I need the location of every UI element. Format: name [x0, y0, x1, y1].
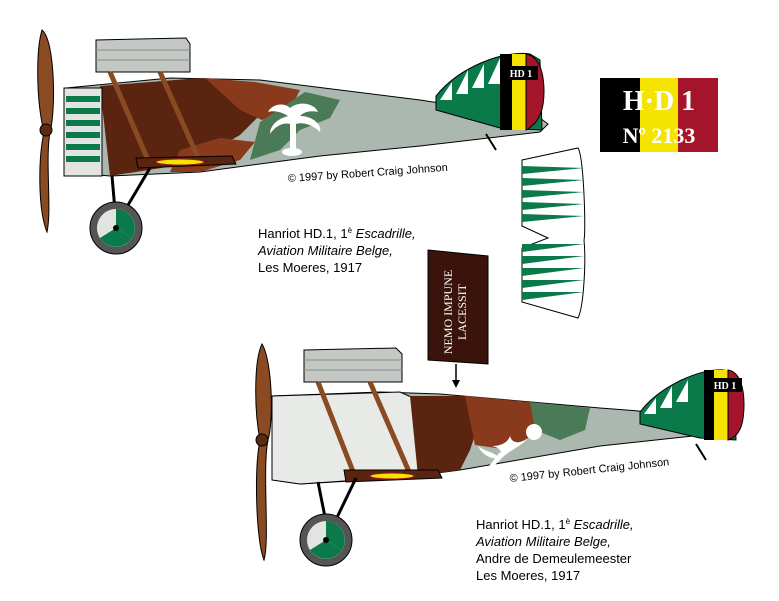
camo-green [530, 402, 590, 440]
strut-front [315, 381, 357, 475]
caption-line3: Andre de Demeulemeester [476, 551, 632, 566]
caption-unit: Escadrille, [355, 226, 416, 241]
motto-line1: NEMO IMPUNE [441, 270, 455, 354]
camo-brown [410, 396, 480, 476]
caption-unit: Escadrille, [573, 517, 634, 532]
caption-top: Hanriot HD.1, 1è Escadrille, Aviation Mi… [258, 222, 416, 276]
fin-marking: HD 1 [510, 69, 533, 80]
copyright: © 1997 by Robert Craig Johnson [287, 162, 448, 185]
wing-roundel [155, 158, 205, 166]
caption-line4: Les Moeres, 1917 [476, 568, 581, 583]
flag-yellow [640, 78, 678, 152]
flag-red [678, 78, 718, 152]
strut-front [107, 71, 151, 161]
upper-wing [303, 347, 403, 383]
camo-rust [465, 396, 540, 450]
flag-text-line1: H·D 1 [623, 86, 695, 117]
palm-tree-emblem [268, 103, 321, 156]
aircraft-profile-bottom: HD 1 © 1997 by Robert Craig Johnson [255, 342, 745, 567]
tailplane-sawtooth [522, 166, 584, 300]
tail-fin-teeth [644, 380, 688, 414]
rudder-yellow [512, 54, 526, 130]
caption-name: Hanriot HD.1, 1 [476, 517, 566, 532]
propeller [255, 342, 272, 562]
caption-line3: Les Moeres, 1917 [258, 260, 363, 275]
thistle-emblem [478, 424, 542, 470]
flag-black [600, 78, 640, 152]
cowl-stripes [66, 96, 100, 162]
rudder-black [500, 54, 512, 130]
caption-bottom: Hanriot HD.1, 1è Escadrille, Aviation Mi… [476, 513, 634, 584]
caption-sup: è [565, 517, 571, 526]
rudder-black [704, 370, 714, 440]
caption-line2: Aviation Militaire Belge, [258, 243, 393, 258]
upper-wing [95, 37, 191, 73]
tailplane-top-view [521, 147, 586, 319]
aircraft-profile-top: HD 1 © 1997 by Robert Craig Johnson [37, 29, 549, 255]
propeller-hub [39, 123, 53, 137]
motto-line2: LACESSIT [455, 283, 469, 340]
flag-text-line2: Nº 2133 [623, 123, 696, 148]
rudder-flag: H·D 1 Nº 2133 [600, 78, 718, 152]
caption-name: Hanriot HD.1, 1 [258, 226, 348, 241]
caption-sup: è [347, 226, 353, 235]
tail-fin-teeth [440, 58, 500, 100]
strut-rear [367, 381, 413, 475]
motto-panel: NEMO IMPUNE LACESSIT [427, 249, 489, 388]
caption-line2: Aviation Militaire Belge, [476, 534, 611, 549]
fin-marking: HD 1 [714, 381, 737, 392]
strut-rear [157, 70, 203, 164]
copyright: © 1997 by Robert Craig Johnson [509, 456, 670, 485]
